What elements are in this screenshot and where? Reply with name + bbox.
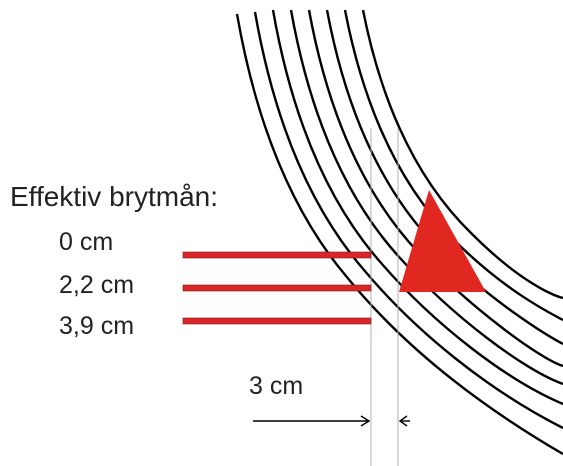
triangle-marker (399, 190, 486, 292)
margin-label-3-9: 3,9 cm (59, 312, 134, 340)
margin-bar-2-2 (182, 284, 372, 292)
heading-label: Effektiv brytmån: (10, 181, 218, 212)
margin-label-0: 0 cm (59, 228, 113, 256)
curve-line (289, 9, 563, 386)
dimension-label: 3 cm (249, 372, 303, 400)
curve-line (253, 11, 563, 430)
margin-bars (182, 251, 372, 325)
margin-bar-3-9 (182, 317, 372, 325)
margin-bar-0 (182, 251, 372, 259)
margin-label-2-2: 2,2 cm (59, 271, 134, 299)
curve-line (361, 9, 563, 300)
curve-line (307, 9, 563, 368)
arrow-left-head (360, 415, 371, 427)
curve-line (235, 13, 563, 456)
dimension-arrows (253, 415, 410, 427)
arrow-right-head (398, 415, 408, 427)
curve-line (271, 9, 563, 406)
